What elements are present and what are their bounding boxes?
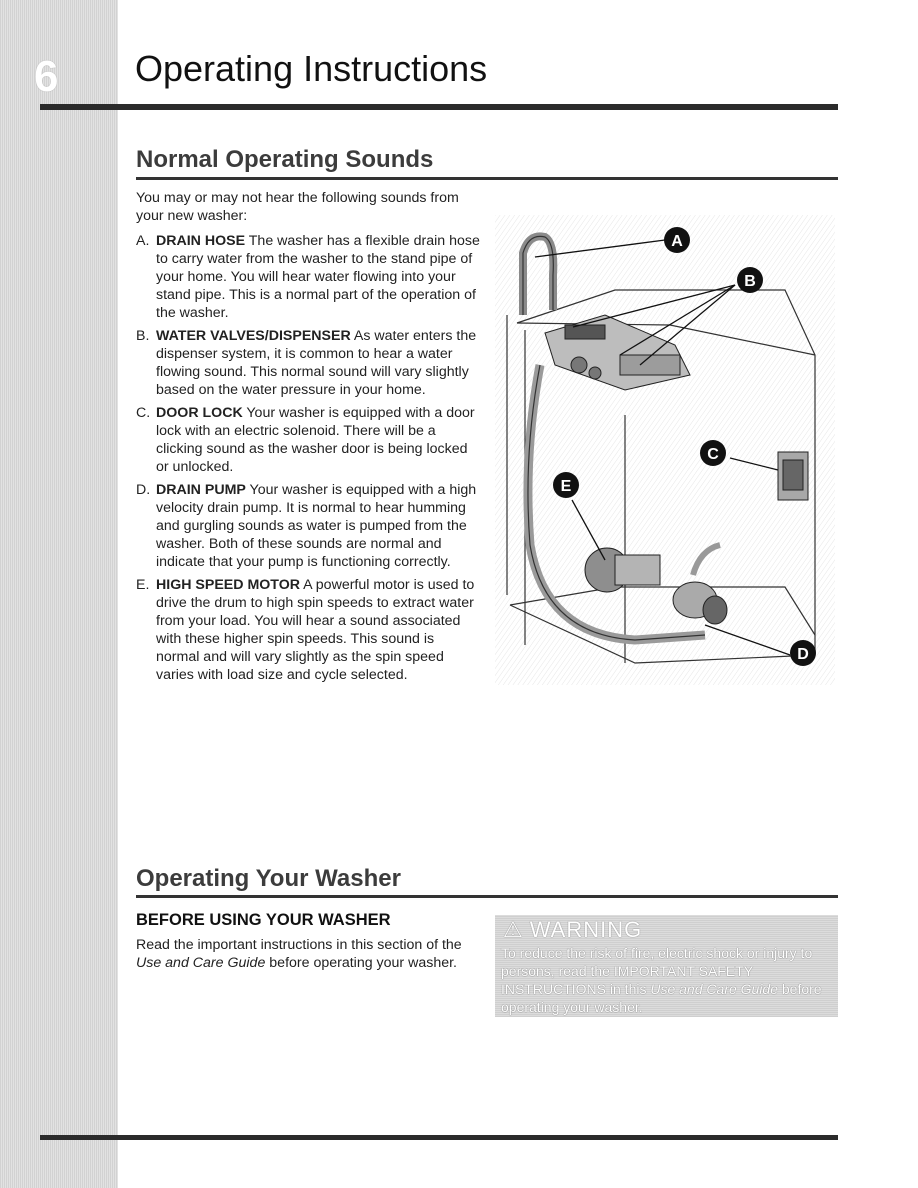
warning-title: ⚠WARNING: [503, 917, 642, 943]
page-title: Operating Instructions: [135, 48, 488, 89]
callout-e-label: E: [561, 478, 572, 495]
diagram-background: [495, 215, 835, 685]
warning-text: To reduce the risk of fire, electric sho…: [501, 944, 835, 1016]
callout-e: E: [553, 472, 579, 498]
item-letter: D.: [136, 482, 151, 498]
item-letter: E.: [136, 577, 150, 593]
page-number: 6: [34, 52, 59, 101]
callout-d: D: [790, 640, 816, 666]
section-rule: [136, 895, 838, 898]
warning-text-part: To reduce the risk of fire, electric sho…: [501, 945, 813, 997]
list-item: A. DRAIN HOSE The washer has a flexible …: [136, 232, 481, 322]
item-letter: B.: [136, 328, 150, 344]
guide-title-italic: Use and Care Guide: [650, 981, 778, 997]
list-item: B. WATER VALVES/DISPENSER As water enter…: [136, 327, 481, 399]
door-lock: [777, 451, 809, 501]
callout-a-label: A: [671, 233, 683, 250]
title-rule: [40, 104, 838, 110]
section-heading-operating: Operating Your Washer: [136, 865, 401, 892]
callout-a: A: [664, 227, 690, 253]
item-term: HIGH SPEED MOTOR: [156, 577, 300, 593]
callout-d-label: D: [797, 646, 809, 663]
list-item: D. DRAIN PUMP Your washer is equipped wi…: [136, 481, 481, 571]
washer-diagram: A B C D E: [495, 215, 835, 685]
item-term: DRAIN PUMP: [156, 482, 246, 498]
warning-text-part: before operating your washer.: [501, 981, 822, 1015]
callout-b-label: B: [744, 273, 756, 290]
list-item: E. HIGH SPEED MOTOR A powerful motor is …: [136, 576, 481, 684]
sound-list: A. DRAIN HOSE The washer has a flexible …: [136, 232, 481, 689]
before-using-text: Read the important instructions in this …: [136, 936, 471, 972]
callout-b: B: [737, 267, 763, 293]
subheading-before-using: BEFORE USING YOUR WASHER: [136, 911, 391, 929]
item-term: DRAIN HOSE: [156, 233, 246, 249]
item-text: Your washer is equipped with a door lock…: [156, 405, 475, 475]
drain-pump: [672, 542, 728, 625]
item-term: WATER VALVES/DISPENSER: [156, 328, 351, 344]
item-term: DOOR LOCK: [156, 405, 243, 421]
item-text: As water enters the dispenser system, it…: [156, 328, 477, 398]
warning-triangle-icon: ⚠: [503, 917, 524, 942]
item-text: The washer has a flexible drain hose to …: [156, 233, 480, 321]
callout-c: C: [700, 440, 726, 466]
before-text-part: Read the important instructions in this …: [136, 937, 462, 953]
list-item: C. DOOR LOCK Your washer is equipped wit…: [136, 404, 481, 476]
item-letter: A.: [136, 233, 150, 249]
guide-title-italic: Use and Care Guide: [136, 955, 266, 971]
dispenser-assembly: [544, 314, 691, 391]
motor: [584, 547, 661, 593]
callout-leaders: [534, 239, 791, 656]
before-text-part: before operating your washer.: [265, 955, 457, 971]
footer-rule: [40, 1135, 838, 1140]
section-heading-normal-sounds: Normal Operating Sounds: [136, 146, 434, 173]
side-strip: [0, 0, 118, 1188]
item-letter: C.: [136, 405, 151, 421]
drain-hose: [519, 232, 706, 645]
callout-c-label: C: [707, 446, 719, 463]
intro-text: You may or may not hear the following so…: [136, 190, 459, 224]
warning-box: ⚠WARNING To reduce the risk of fire, ele…: [495, 915, 838, 1017]
item-text: A powerful motor is used to drive the dr…: [156, 577, 475, 683]
washer-cabinet: [506, 289, 816, 664]
section-rule: [136, 177, 838, 180]
warning-title-text: WARNING: [529, 917, 643, 942]
item-text: Your washer is equipped with a high velo…: [156, 482, 477, 570]
